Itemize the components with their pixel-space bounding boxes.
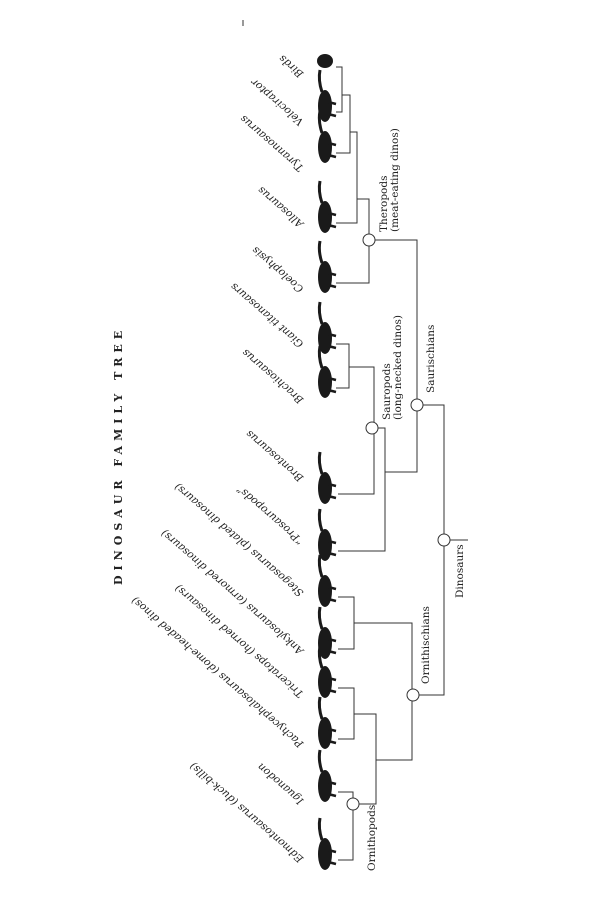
- saurischians-label: Saurischians: [425, 325, 437, 393]
- dinosaurs-label: Dinosaurs: [454, 544, 466, 598]
- theropod-to-saurischian-branch: [375, 239, 418, 399]
- dinosaur-silhouette: [317, 54, 333, 68]
- dinosaur-silhouette: [317, 817, 337, 870]
- dinosaur-silhouette: [317, 606, 337, 659]
- theropods-label: Theropods: [378, 176, 390, 232]
- leaf-label: Edmontosaurus (duck-bills): [188, 760, 307, 866]
- sauropods-sublabel: (long-necked dinos): [392, 315, 404, 420]
- ornithischians-label: Ornithischians: [420, 606, 432, 684]
- dinosaur-silhouette: [317, 645, 337, 698]
- sauropods-node: [365, 421, 379, 435]
- dinosaur-silhouette: [317, 554, 337, 607]
- dinosaur-silhouette: [317, 110, 337, 163]
- dinosaur-silhouette: [317, 69, 337, 122]
- ornithopod-branches: [338, 791, 354, 861]
- dinosaur-silhouette: [317, 749, 337, 802]
- leaf-label: Brontosaurus: [243, 427, 306, 484]
- leaf-label: Brachiosaurus: [240, 346, 307, 407]
- dinosaur-silhouette: [317, 696, 337, 749]
- ornithopods-label: Ornithopods: [366, 805, 378, 871]
- ornithischians-node: [406, 688, 420, 702]
- leaf-label: Stegosaurus (plated dinosaurs): [172, 480, 306, 598]
- sauropods-label: Sauropods: [381, 363, 393, 420]
- dinosaur-silhouette: [317, 508, 337, 561]
- dinosaur-silhouette: [317, 451, 337, 504]
- leaf-labels: BirdsVelociraptorTyrannosaurusAllosaurus…: [129, 52, 306, 866]
- dinosaur-silhouette: [317, 301, 337, 354]
- theropods-node: [362, 233, 376, 247]
- leaf-label: Velociraptor: [248, 75, 306, 128]
- leaf-label: Allosaurus: [255, 183, 307, 230]
- tree-branches: [336, 66, 468, 861]
- dinosaur-root-branches: [419, 404, 468, 696]
- leaf-label: Coelophysis: [249, 243, 305, 294]
- dinosaur-silhouette: [317, 240, 337, 293]
- leaf-label: Birds: [276, 52, 306, 81]
- ornithischian-branches: [338, 596, 413, 805]
- theropod-branches: [336, 66, 370, 284]
- theropods-sublabel: (meat-eating dinos): [389, 128, 401, 232]
- dinosaur-silhouette: [317, 180, 337, 233]
- dinosaurs-node: [437, 533, 451, 547]
- saurischians-node: [410, 398, 424, 412]
- dinosaur-silhouette: [317, 345, 337, 398]
- sauropod-branches: [336, 343, 418, 552]
- ornithopods-node: [346, 797, 360, 811]
- leaf-label: Iguanodon: [255, 760, 307, 807]
- diagram-title: DINOSAUR FAMILY TREE: [112, 326, 125, 585]
- dinosaur-silhouettes: [317, 54, 337, 870]
